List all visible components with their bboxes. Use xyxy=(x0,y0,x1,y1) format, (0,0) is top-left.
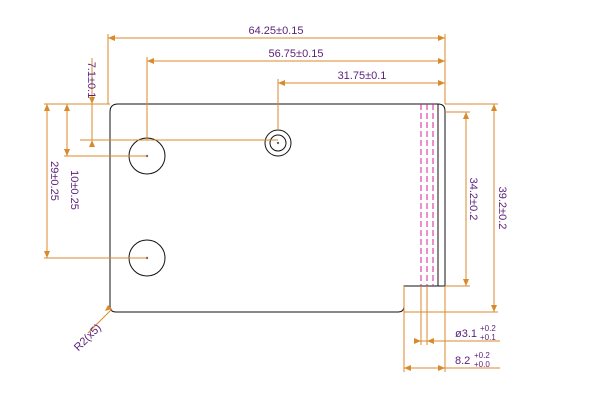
arrowheads xyxy=(44,35,497,371)
arrow xyxy=(44,251,50,258)
arrow xyxy=(438,80,445,86)
arrow xyxy=(105,305,112,311)
label-notch-width-tol-lower: +0.0 xyxy=(474,360,490,369)
label-overall-length: 64.25±0.15 xyxy=(249,25,304,37)
hidden-edges xyxy=(420,104,434,286)
arrow xyxy=(463,112,469,119)
label-overall-height: 39.2±0.2 xyxy=(496,187,508,230)
label-left-height: 29±0.25 xyxy=(48,161,60,201)
arrow xyxy=(463,279,469,286)
label-notch-width-tol-upper: +0.2 xyxy=(474,351,490,360)
label-small-hole-x: 31.75±0.1 xyxy=(338,70,387,82)
plate-outline xyxy=(109,103,446,313)
arrow xyxy=(64,104,70,111)
label-hole-spacing: 10±0.25 xyxy=(68,170,80,210)
center-points xyxy=(145,141,280,260)
arrow xyxy=(108,35,115,41)
arrow xyxy=(44,104,50,111)
label-hole-dia: ø3.1 xyxy=(455,328,477,340)
leader-radius xyxy=(87,308,113,334)
label-hole-dia-tol-lower: +0.1 xyxy=(480,333,496,342)
arrow xyxy=(404,365,411,371)
arrow xyxy=(427,338,434,344)
arrow xyxy=(89,97,95,104)
arrow xyxy=(414,338,421,344)
label-hole-dia-tol-upper: +0.2 xyxy=(480,324,496,333)
arrow xyxy=(491,104,497,111)
arrow xyxy=(64,149,70,156)
dimension-labels: 64.25±0.15 56.75±0.15 31.75±0.1 7.1±0.1 … xyxy=(48,25,508,369)
label-corner-radius: R2(x5) xyxy=(72,322,104,354)
hole-small-inner xyxy=(269,134,287,152)
arrow xyxy=(89,140,95,147)
part-outline xyxy=(109,103,446,313)
arrow xyxy=(438,58,445,64)
label-inner-height: 34.2±0.2 xyxy=(467,178,479,221)
holes xyxy=(128,129,292,277)
dimension-lines xyxy=(44,34,500,372)
arrow xyxy=(278,80,285,86)
arrow xyxy=(438,365,445,371)
label-hole-offset: 56.75±0.15 xyxy=(269,48,324,60)
center-mark-3 xyxy=(276,141,280,145)
arrow xyxy=(491,305,497,312)
label-top-to-hole: 7.1±0.1 xyxy=(85,62,97,99)
arrow xyxy=(438,35,445,41)
arrow xyxy=(147,58,154,64)
label-notch-width: 8.2 xyxy=(455,355,470,367)
